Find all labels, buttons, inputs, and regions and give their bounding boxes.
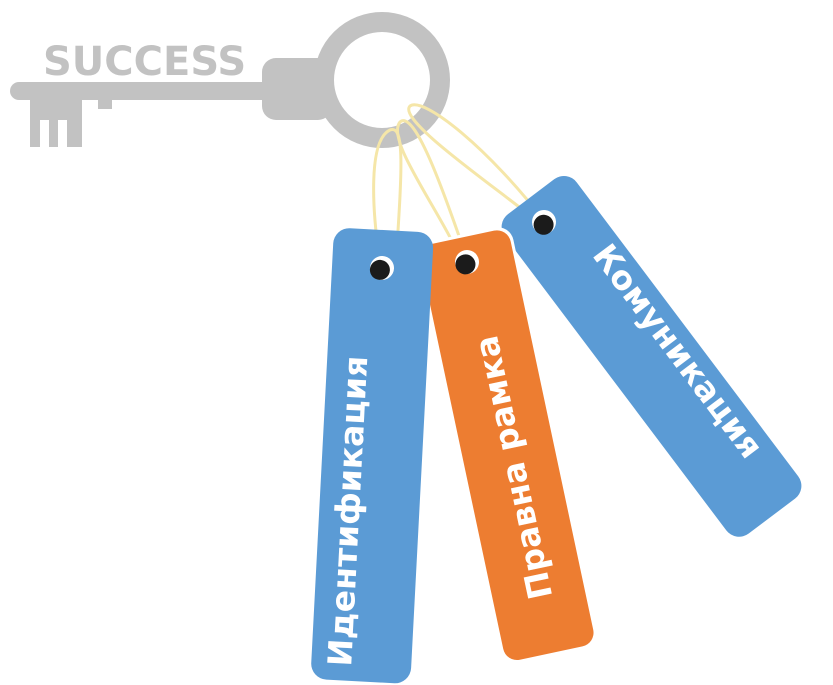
string-3 xyxy=(407,103,547,224)
tag-legal-framework: Правна рамка xyxy=(415,227,597,665)
key-shaft xyxy=(10,82,315,100)
key-label: SUCCESS xyxy=(43,39,246,85)
tag-body xyxy=(420,230,594,661)
tag-hole-shadow xyxy=(369,259,390,280)
key-bit xyxy=(30,95,82,147)
tag-body xyxy=(311,228,434,684)
key-small-notch xyxy=(98,95,112,109)
tag-hole-shadow xyxy=(533,214,554,235)
tag-strings xyxy=(372,103,547,263)
key-ring xyxy=(314,12,450,148)
string-2 xyxy=(396,119,470,263)
key-tooth-gap-2 xyxy=(58,120,67,147)
tag-body xyxy=(501,175,802,537)
key-tooth-gap-1 xyxy=(40,120,49,147)
tag-identification: Идентификация xyxy=(311,228,434,684)
tag-hole-shadow xyxy=(455,254,476,275)
string-1 xyxy=(372,128,403,263)
